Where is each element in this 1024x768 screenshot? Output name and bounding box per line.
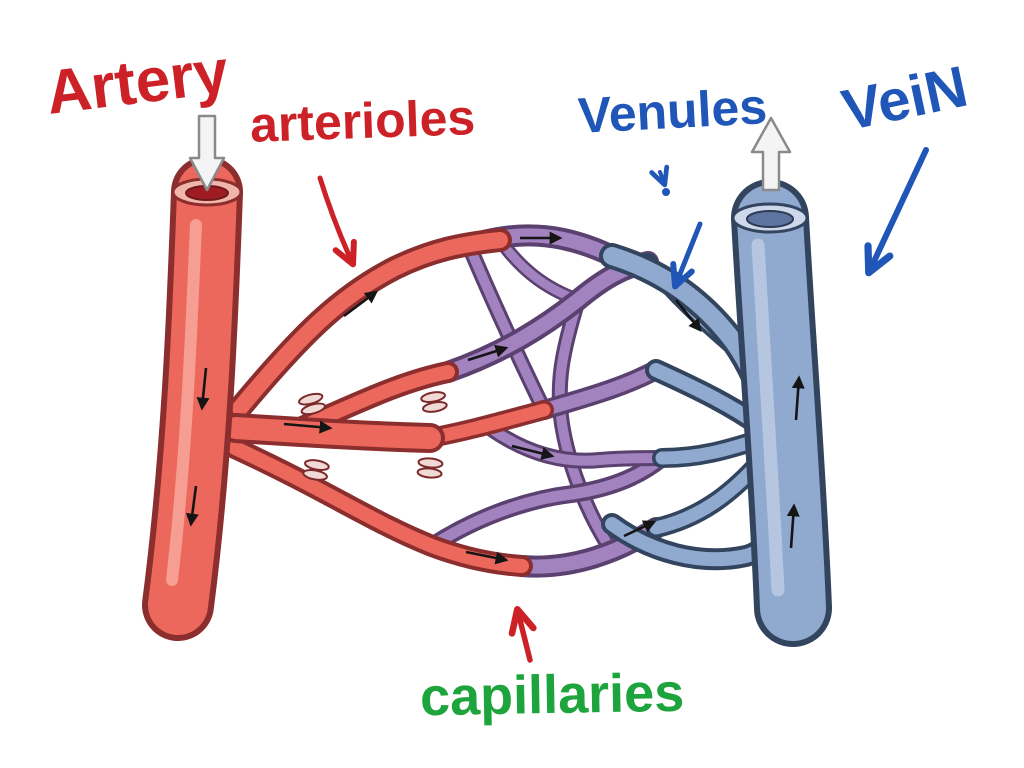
capillaries-label: capillaries — [419, 662, 685, 728]
venules-pointer-arrow-icon — [670, 221, 703, 290]
flow-arrow-icon — [623, 520, 657, 538]
flow-arrow-icon — [185, 485, 199, 527]
sphincter-ring — [416, 457, 444, 479]
vein-outflow-arrow-icon — [750, 116, 792, 192]
artery-inflow-arrow-icon — [188, 114, 226, 192]
sphincter-ring — [302, 459, 330, 481]
capillaries-pointer-arrow-icon — [508, 606, 537, 663]
flow-arrow-icon — [343, 290, 379, 318]
tube-fill — [235, 448, 522, 566]
tube-outline — [240, 240, 500, 408]
venules-label: Venules — [576, 78, 769, 144]
flow-arrow-icon — [674, 299, 702, 333]
flow-arrow-icon — [511, 444, 555, 460]
arterioles-pointer-arrow-icon — [317, 175, 357, 268]
vein-lumen — [746, 210, 794, 228]
vein-pointer-arrow-icon — [864, 147, 929, 277]
sphincter-ring — [420, 391, 448, 413]
sphincter-ring — [298, 392, 326, 416]
flow-arrow-icon — [467, 344, 509, 362]
precapillary-sphincters — [298, 391, 448, 481]
flow-arrow-icon — [791, 375, 805, 421]
venules-pointer-dot — [662, 188, 670, 196]
blood-flow-arrows — [185, 231, 805, 565]
tube-fill — [240, 240, 500, 408]
vein-vessel — [733, 204, 807, 608]
tube-fill — [490, 428, 662, 461]
arterioles-label: arterioles — [249, 89, 477, 153]
flow-arrow-icon — [786, 503, 800, 549]
venules-pointer-dash — [649, 164, 670, 188]
flow-arrow-icon — [283, 420, 333, 434]
tube-fill — [236, 428, 430, 438]
flow-arrow-icon — [196, 367, 210, 411]
artery-vessel — [172, 179, 241, 605]
flow-arrow-icon — [465, 550, 509, 565]
